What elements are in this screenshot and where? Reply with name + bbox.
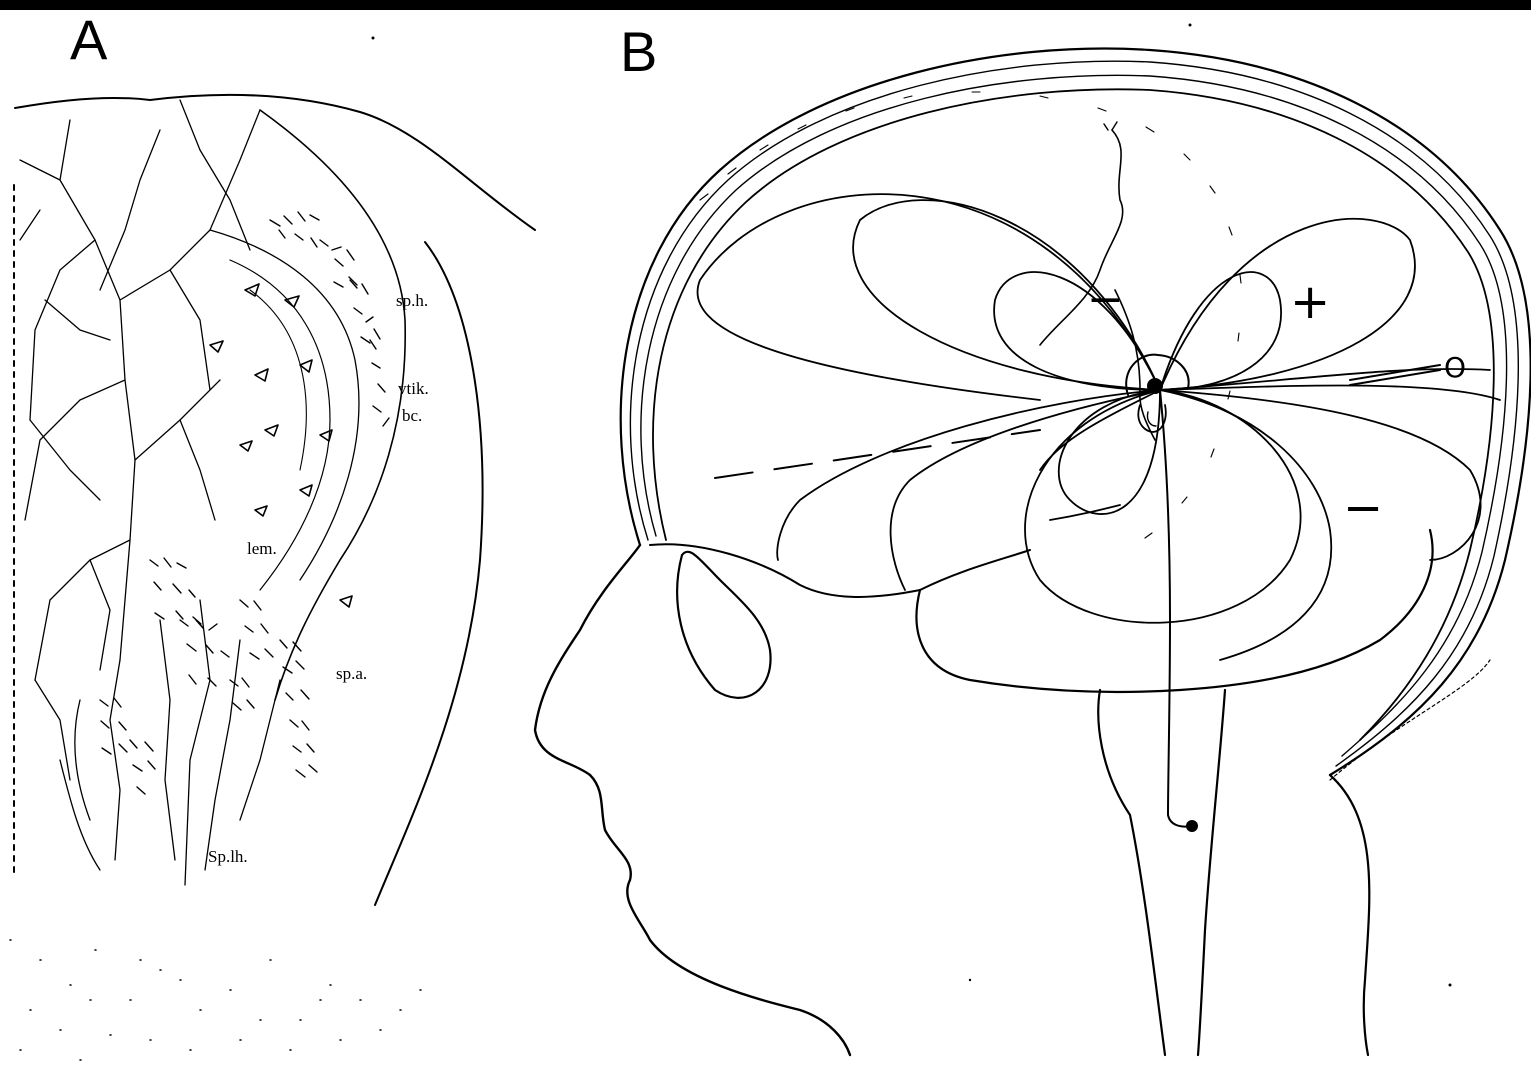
dipole-source-dot (1147, 378, 1163, 394)
annotation-vtik: vtik. (398, 380, 429, 397)
panel-b-drawing (535, 49, 1531, 1056)
electrode-wire (1160, 390, 1192, 827)
fibre-tip (1104, 122, 1117, 130)
speckle (10, 940, 421, 1060)
face-profile (535, 545, 850, 1055)
inner-contour (260, 110, 405, 700)
annotation-sph: sp.h. (396, 292, 428, 309)
speckle-dot (445, 6, 449, 10)
neck-back (1330, 775, 1369, 1055)
panel-label-b: B (620, 24, 657, 80)
panel-a-drawing (10, 95, 535, 1060)
cerebellum (917, 530, 1433, 692)
neck-hatching (1330, 660, 1490, 780)
annotation-splh: Sp.lh. (208, 848, 248, 865)
cell-cluster (100, 212, 389, 794)
sign-minus-right: − (1343, 484, 1383, 532)
annotation-spa: sp.a. (336, 665, 367, 682)
field-lines (698, 194, 1500, 660)
top-outline (15, 95, 535, 230)
speckle-dot (1189, 24, 1192, 27)
panel-label-a: A (70, 12, 107, 68)
neuron-bodies (210, 284, 352, 607)
speckle-dot (969, 979, 971, 981)
source-inner (1147, 412, 1156, 426)
sign-plus: + (1290, 278, 1330, 326)
annotation-lem: lem. (247, 540, 277, 557)
speckle-dot (372, 37, 375, 40)
inner-arc-2 (230, 260, 330, 590)
brainstem-left (1098, 690, 1165, 1055)
temporal-lobe (650, 544, 1030, 597)
sign-minus-top: − (1087, 278, 1124, 322)
skull-hatching (700, 92, 1241, 538)
annotation-bc: bc. (402, 407, 422, 424)
fibre-network (20, 100, 280, 885)
speckle-dot (1449, 984, 1452, 987)
inner-arc-3 (250, 290, 306, 470)
sign-zero: O (1444, 354, 1466, 382)
ear-lobe (677, 552, 770, 698)
brainstem-right (1198, 690, 1225, 1055)
inner-arc-1 (210, 230, 359, 580)
skull-inner (653, 89, 1494, 740)
outer-contour (375, 242, 483, 905)
electrode-tip-dot (1186, 820, 1198, 832)
